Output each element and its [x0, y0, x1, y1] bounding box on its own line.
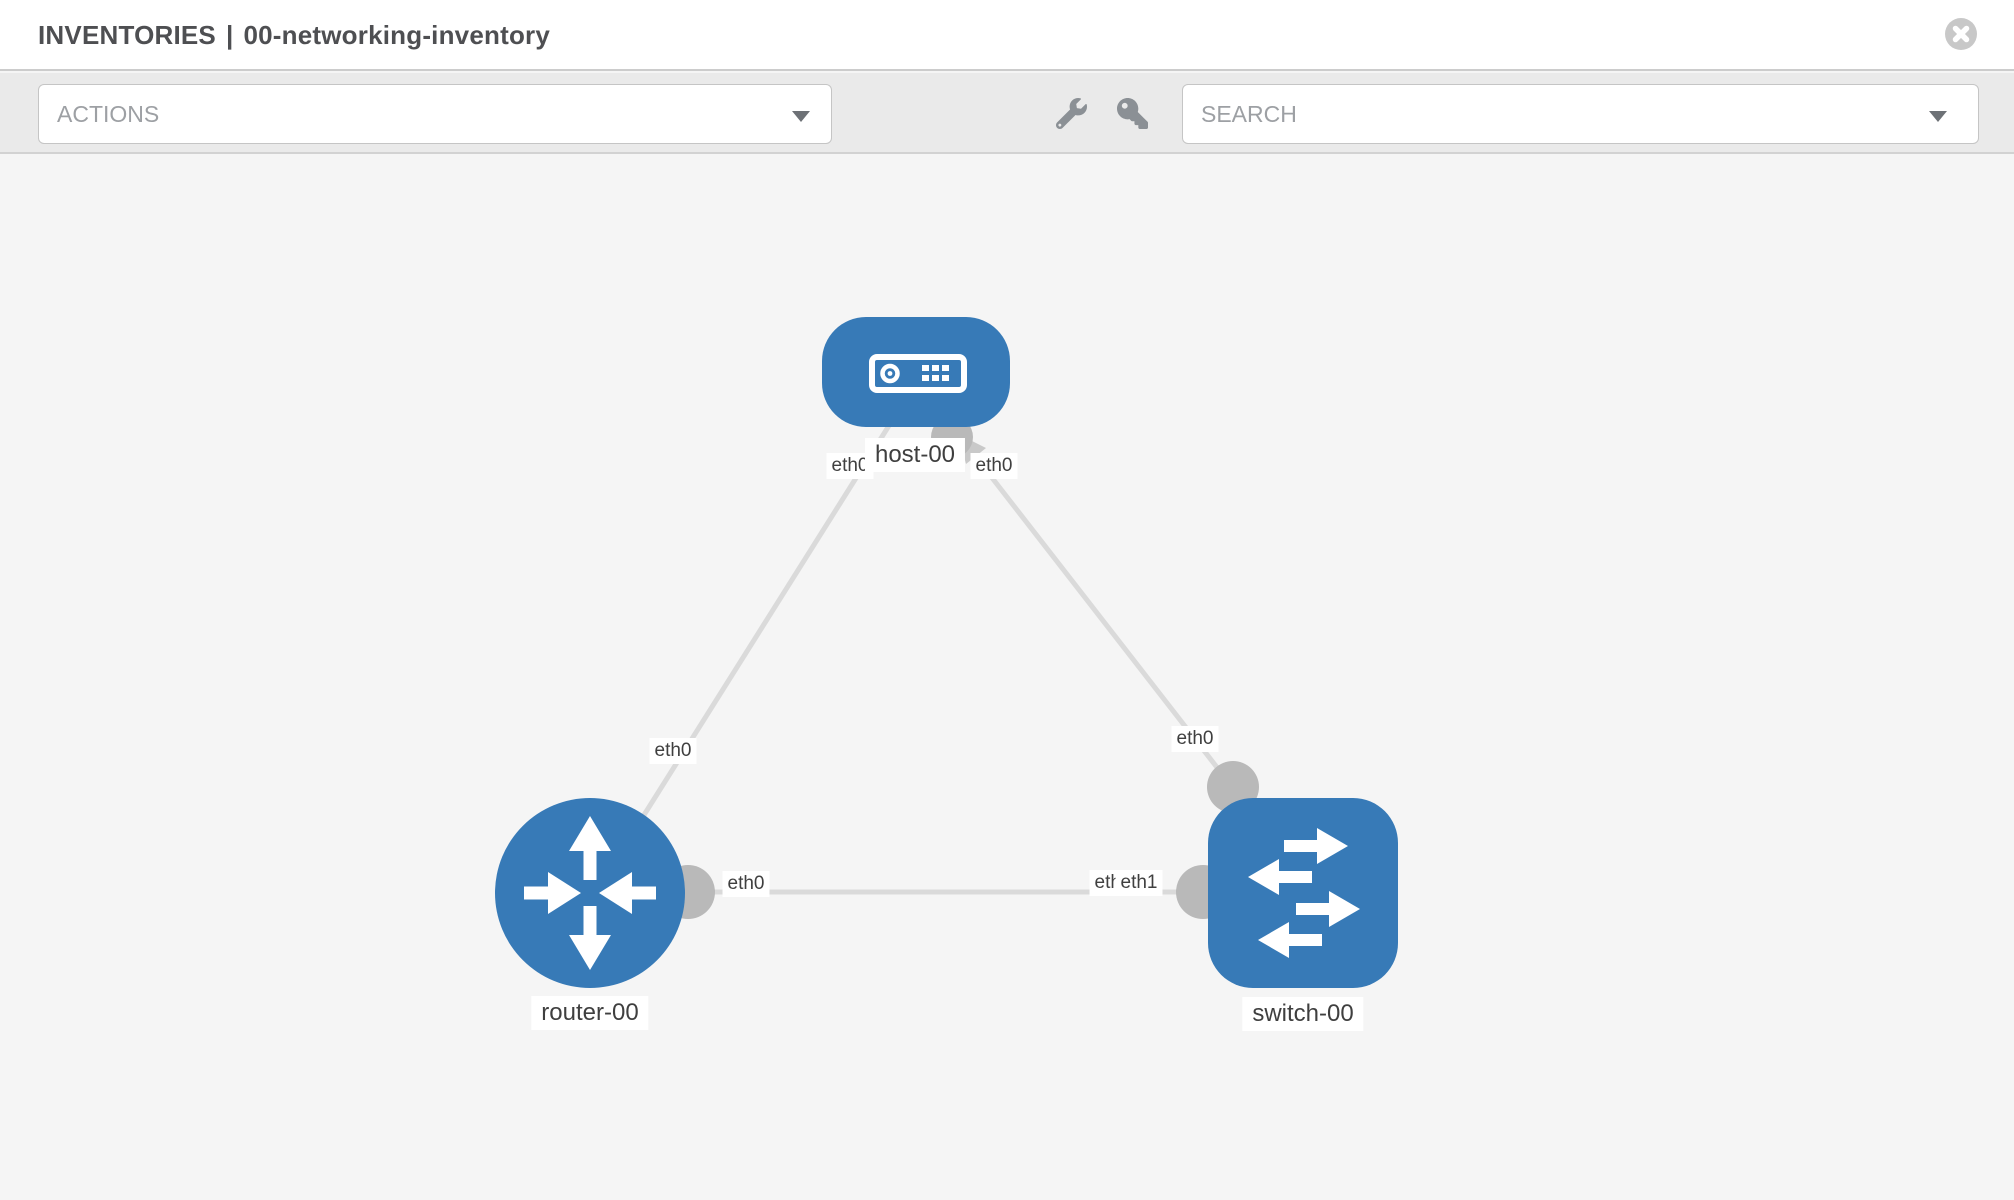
- breadcrumb-section: INVENTORIES: [38, 20, 216, 50]
- router-icon: [524, 816, 656, 970]
- wrench-button[interactable]: [1055, 98, 1087, 130]
- interface-label-eth0: eth0: [970, 453, 1018, 479]
- breadcrumb-separator: |: [225, 20, 234, 50]
- topology-graph: [495, 317, 1398, 988]
- node-host-00[interactable]: [822, 317, 1010, 427]
- chevron-down-icon: [1929, 111, 1947, 122]
- key-icon: [1117, 98, 1148, 129]
- node-label-router-00: router-00: [531, 996, 649, 1030]
- close-icon: [1945, 18, 1977, 50]
- node-label-host-00: host-00: [864, 438, 966, 472]
- close-button[interactable]: [1944, 17, 1978, 51]
- page-title: INVENTORIES | 00-networking-inventory: [38, 20, 550, 51]
- chevron-down-icon: [792, 111, 810, 122]
- node-label-switch-00: switch-00: [1242, 997, 1364, 1031]
- search-dropdown[interactable]: SEARCH: [1182, 84, 1979, 144]
- key-button[interactable]: [1117, 98, 1148, 129]
- topology-canvas[interactable]: host-00 router-00 switch-00 eth0 eth0 et…: [0, 154, 2014, 1200]
- wrench-icon: [1055, 98, 1087, 130]
- actions-dropdown-label: ACTIONS: [57, 101, 160, 127]
- interface-label-eth1: eth1: [1115, 870, 1163, 896]
- interface-label-eth0: eth0: [1171, 726, 1219, 752]
- toolbar: ACTIONS SEARCH: [0, 73, 2014, 154]
- header-bar: INVENTORIES | 00-networking-inventory: [0, 0, 2014, 71]
- node-switch-00[interactable]: [1208, 798, 1398, 988]
- node-router-00[interactable]: [495, 798, 685, 988]
- interface-label-eth0: eth0: [722, 871, 770, 897]
- interface-label-eth0: eth0: [649, 738, 697, 764]
- actions-dropdown[interactable]: ACTIONS: [38, 84, 832, 144]
- search-placeholder: SEARCH: [1201, 101, 1297, 127]
- server-icon: [869, 354, 967, 393]
- inventory-name: 00-networking-inventory: [243, 20, 551, 50]
- switch-icon: [1248, 828, 1360, 958]
